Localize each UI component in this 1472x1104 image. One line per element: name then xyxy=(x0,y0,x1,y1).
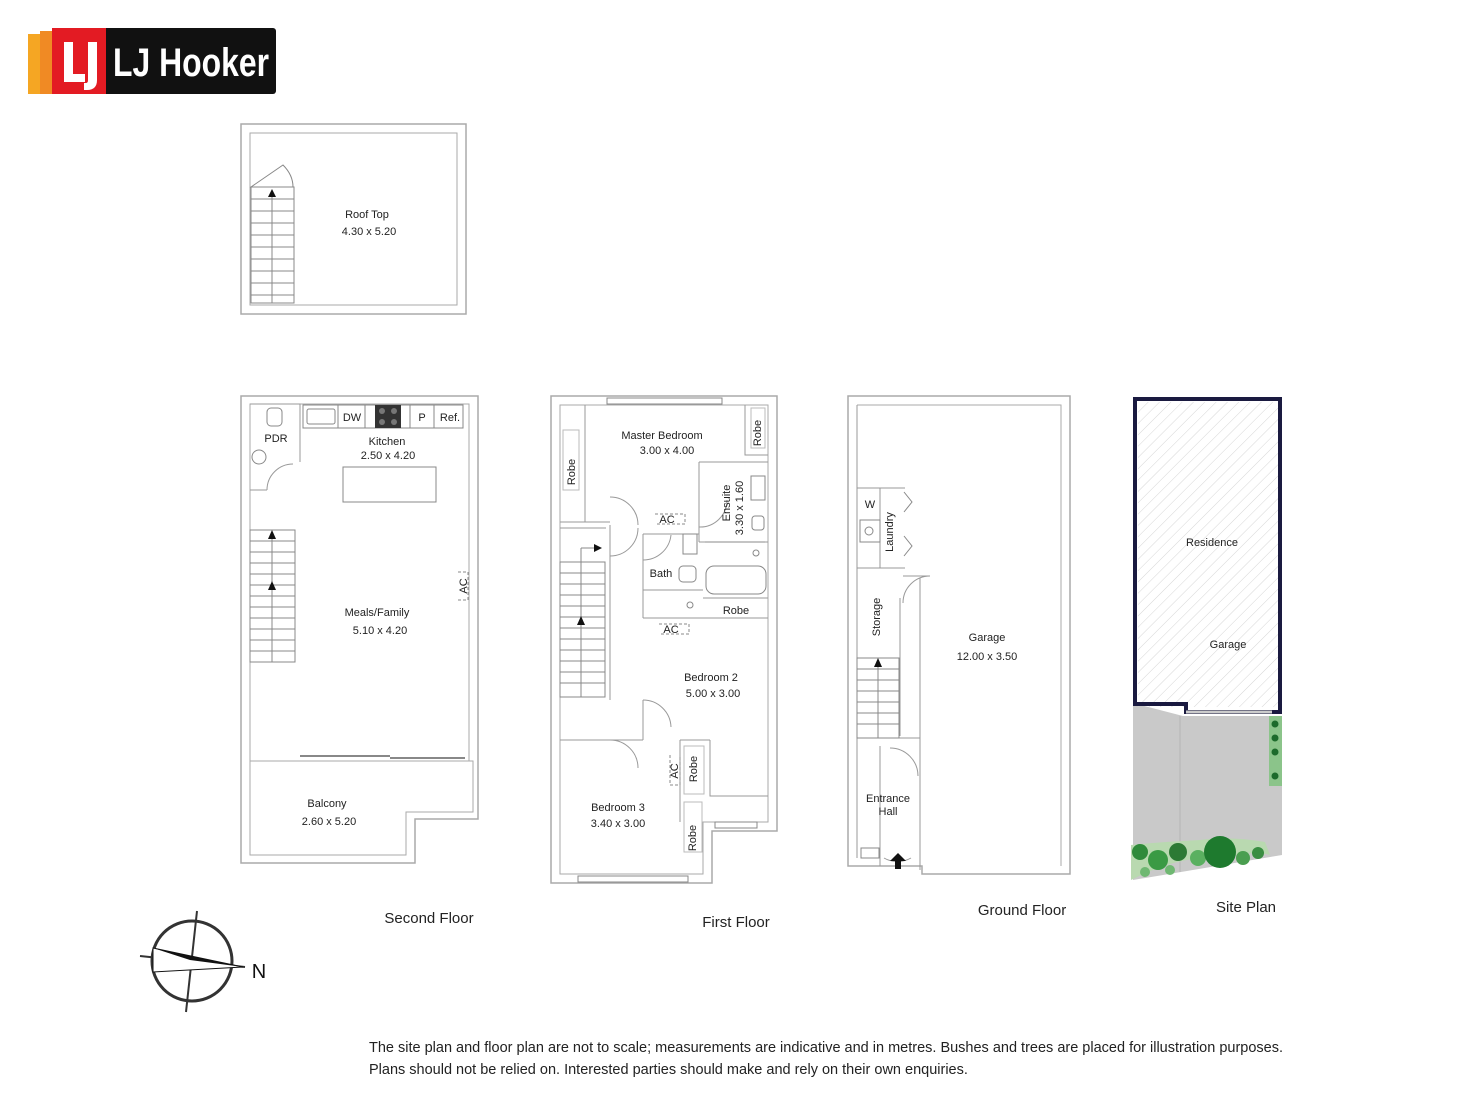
bedroom3-label: Bedroom 3 xyxy=(591,802,645,814)
kitchen-bench: DW P Ref. xyxy=(302,404,464,429)
site-plan-caption: Site Plan xyxy=(1216,899,1276,916)
entrance-label-2: Hall xyxy=(879,806,898,818)
bath-label: Bath xyxy=(650,568,673,580)
second-floor-plan: PDR DW P Ref. Kitchen 2.50 x 4.20 xyxy=(240,395,479,864)
site-garage-label: Garage xyxy=(1210,639,1247,651)
residence-label: Residence xyxy=(1186,537,1238,549)
ac-mid-label: AC xyxy=(663,624,678,636)
ac-unit: AC xyxy=(458,571,470,601)
bathtub-icon xyxy=(705,565,767,595)
arrow-up-icon xyxy=(577,616,585,625)
arrow-right-icon xyxy=(594,544,602,552)
laundry-label: Laundry xyxy=(884,512,896,552)
garage-label: Garage xyxy=(969,632,1006,644)
logo-stripe-yellow xyxy=(28,34,42,94)
meals-family-dims: 5.10 x 4.20 xyxy=(353,625,407,637)
roof-top-plan: Roof Top 4.30 x 5.20 xyxy=(240,123,467,315)
kitchen-dims: 2.50 x 4.20 xyxy=(361,450,415,462)
arrow-up-icon xyxy=(874,658,882,667)
logo-plate xyxy=(52,28,276,94)
second-floor-caption: Second Floor xyxy=(384,910,473,927)
cooktop-icon xyxy=(375,405,401,428)
kitchen-island xyxy=(342,466,437,503)
ground-floor-stairs xyxy=(856,657,900,739)
arrow-up-icon xyxy=(268,189,276,197)
master-bedroom-dims: 3.00 x 4.00 xyxy=(640,445,694,457)
robe-low-label: Robe xyxy=(688,756,700,782)
bedroom3-dims: 3.40 x 3.00 xyxy=(591,818,645,830)
ac-top-label: AC xyxy=(659,514,674,526)
balcony-dims: 2.60 x 5.20 xyxy=(302,816,356,828)
kitchen-label: Kitchen xyxy=(369,436,406,448)
entrance-label-1: Entrance xyxy=(866,793,910,805)
meals-family-label: Meals/Family xyxy=(345,607,410,619)
ground-floor-plan: W Laundry Storage Garage 12.00 x 3.50 En… xyxy=(847,395,1071,875)
ensuite-label: Ensuite xyxy=(721,485,733,522)
balcony-label: Balcony xyxy=(307,798,347,810)
logo-wordmark: LJ Hooker xyxy=(113,41,269,85)
lj-hooker-logo: LJ Hooker xyxy=(28,28,276,94)
garden-bushes xyxy=(1131,836,1270,880)
second-floor-stairs xyxy=(249,529,296,663)
roof-top-dims: 4.30 x 5.20 xyxy=(342,226,396,238)
arrow-up-icon xyxy=(268,530,276,539)
arrow-up-icon xyxy=(268,581,276,590)
first-floor-plan: Robe Robe Master Bedroom 3.00 x 4.00 Ens… xyxy=(550,395,778,884)
first-floor-caption: First Floor xyxy=(702,914,770,931)
ref-label: Ref. xyxy=(440,412,460,424)
bath-room: Bath Robe xyxy=(650,533,767,617)
master-bedroom-label: Master Bedroom xyxy=(621,430,702,442)
dw-label: DW xyxy=(343,412,362,424)
ground-floor-caption: Ground Floor xyxy=(978,902,1066,919)
pantry-label: P xyxy=(418,412,425,424)
entry-arrow-icon xyxy=(890,853,906,869)
ac-low-label: AC xyxy=(669,763,681,778)
compass-north-label: N xyxy=(252,961,266,983)
robe-bottom-label: Robe xyxy=(687,825,699,851)
ensuite-dims: 3.30 x 1.60 xyxy=(734,481,746,535)
laundry-room: W Laundry xyxy=(859,491,913,557)
bedroom2-label: Bedroom 2 xyxy=(684,672,738,684)
disclaimer-line-1: The site plan and floor plan are not to … xyxy=(369,1040,1284,1056)
pdr-room: PDR xyxy=(250,403,301,491)
site-plan: Residence Garage xyxy=(1131,397,1282,880)
ensuite-room: Ensuite 3.30 x 1.60 xyxy=(705,475,766,557)
pdr-label: PDR xyxy=(264,433,287,445)
robe-master-label: Robe xyxy=(752,420,764,446)
storage-label: Storage xyxy=(871,598,883,637)
robe-mid-label: Robe xyxy=(723,605,749,617)
first-floor-stairs xyxy=(559,544,606,698)
disclaimer-line-2: Plans should not be relied on. Intereste… xyxy=(369,1062,968,1078)
ac-label: AC xyxy=(458,578,470,593)
robe-left-label: Robe xyxy=(566,459,578,485)
washer-label: W xyxy=(865,499,876,511)
bedroom2-dims: 5.00 x 3.00 xyxy=(686,688,740,700)
sink-icon xyxy=(306,408,336,425)
garage-dims: 12.00 x 3.50 xyxy=(957,651,1018,663)
roof-stairs xyxy=(249,164,295,304)
compass-icon: N xyxy=(139,910,266,1013)
logo-stripe-orange xyxy=(40,31,54,94)
disclaimer: The site plan and floor plan are not to … xyxy=(369,1037,1369,1081)
roof-top-label: Roof Top xyxy=(345,209,389,221)
